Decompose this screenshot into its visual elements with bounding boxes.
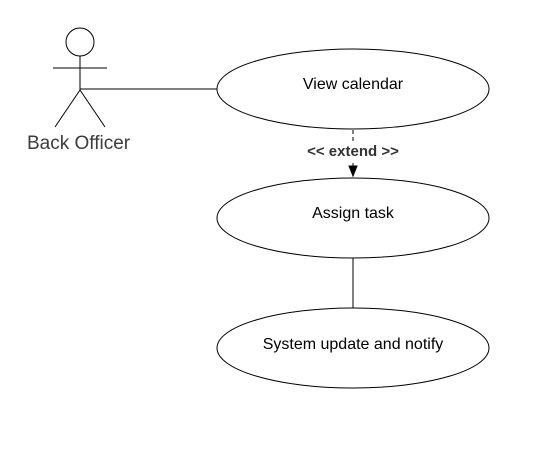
actor-right-leg [79, 89, 106, 128]
extend-label: << extend >> [307, 143, 399, 160]
use-case-label-assign-task: Assign task [312, 205, 394, 222]
actor-label: Back Officer [27, 133, 131, 154]
use-case-label-system-update: System update and notify [262, 336, 444, 353]
actor-head [65, 27, 95, 57]
use-case-view-calendar[interactable] [216, 48, 490, 130]
actor-figure [53, 27, 107, 128]
use-case-label-view-calendar: View calendar [302, 76, 404, 93]
extend-arrowhead [348, 165, 358, 178]
actor-left-leg [54, 89, 81, 128]
